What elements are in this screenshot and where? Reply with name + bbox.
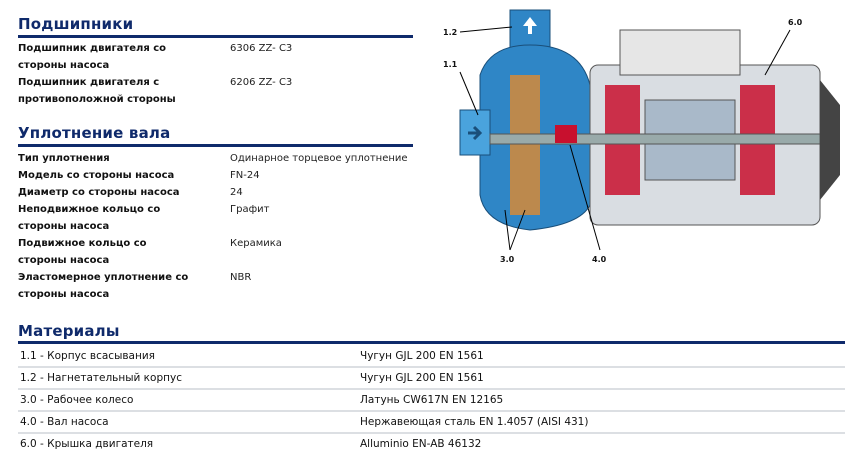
part-cell: 1.2 - Нагнетательный корпус bbox=[20, 372, 182, 384]
pump-cross-section-diagram bbox=[459, 9, 840, 251]
materials-heading: Материалы bbox=[18, 322, 120, 340]
table-row: 4.0 - Вал насоса Нержавеющая сталь EN 1.4… bbox=[18, 412, 845, 434]
part-cell: 6.0 - Крышка двигателя bbox=[20, 438, 154, 450]
diagram-label: 6.0 bbox=[788, 18, 803, 27]
diagram-label: 1.2 bbox=[443, 28, 458, 37]
material-cell: Латунь CW617N EN 12165 bbox=[360, 394, 504, 406]
spec-value: NBR bbox=[230, 272, 252, 283]
spec-label: Подшипник двигателя с противоположной ст… bbox=[18, 77, 176, 105]
spec-label: Эластомерное уплотнение со стороны насос… bbox=[18, 272, 189, 300]
bearings-heading: Подшипники bbox=[18, 15, 134, 33]
divider bbox=[18, 341, 845, 344]
spec-value: 6306 ZZ- C3 bbox=[230, 43, 293, 54]
spec-value: Одинарное торцевое уплотнение bbox=[230, 153, 408, 164]
divider bbox=[18, 144, 413, 147]
material-cell: Alluminio EN-AB 46132 bbox=[360, 438, 482, 450]
spec-value: 24 bbox=[230, 187, 243, 198]
spec-value: Керамика bbox=[230, 238, 282, 249]
seal-table: Тип уплотнения Одинарное торцевое уплотне… bbox=[18, 150, 418, 303]
divider bbox=[18, 35, 413, 38]
part-cell: 3.0 - Рабочее колесо bbox=[20, 394, 134, 406]
material-cell: Чугун GJL 200 EN 1561 bbox=[360, 372, 484, 384]
spec-value: Графит bbox=[230, 204, 270, 215]
spec-label: Подшипник двигателя со стороны насоса bbox=[18, 43, 167, 71]
part-cell: 4.0 - Вал насоса bbox=[20, 416, 109, 428]
spec-label: Модель со стороны насоса bbox=[18, 170, 175, 181]
diagram-label: 1.1 bbox=[443, 60, 458, 69]
table-row: 6.0 - Крышка двигателя Alluminio EN-AB 46… bbox=[18, 434, 845, 454]
spec-label: Тип уплотнения bbox=[18, 153, 110, 164]
spec-label: Неподвижное кольцо со стороны насоса bbox=[18, 204, 161, 232]
diagram-label: 4.0 bbox=[592, 255, 607, 264]
seal-heading: Уплотнение вала bbox=[18, 124, 171, 142]
bearings-table: Подшипник двигателя со стороны насоса 630… bbox=[18, 40, 418, 108]
table-row: 1.1 - Корпус всасывания Чугун GJL 200 EN … bbox=[18, 346, 845, 368]
material-cell: Нержавеющая сталь EN 1.4057 (AISI 431) bbox=[360, 416, 589, 428]
part-cell: 1.1 - Корпус всасывания bbox=[20, 350, 155, 362]
spec-label: Подвижное кольцо со стороны насоса bbox=[18, 238, 147, 266]
material-cell: Чугун GJL 200 EN 1561 bbox=[360, 350, 484, 362]
diagram-label: 3.0 bbox=[500, 255, 515, 264]
spec-value: 6206 ZZ- C3 bbox=[230, 77, 293, 88]
spec-label: Диаметр со стороны насоса bbox=[18, 187, 180, 198]
table-row: 3.0 - Рабочее колесо Латунь CW617N EN 121… bbox=[18, 390, 845, 412]
table-row: 1.2 - Нагнетательный корпус Чугун GJL 200… bbox=[18, 368, 845, 390]
spec-value: FN-24 bbox=[230, 170, 260, 181]
